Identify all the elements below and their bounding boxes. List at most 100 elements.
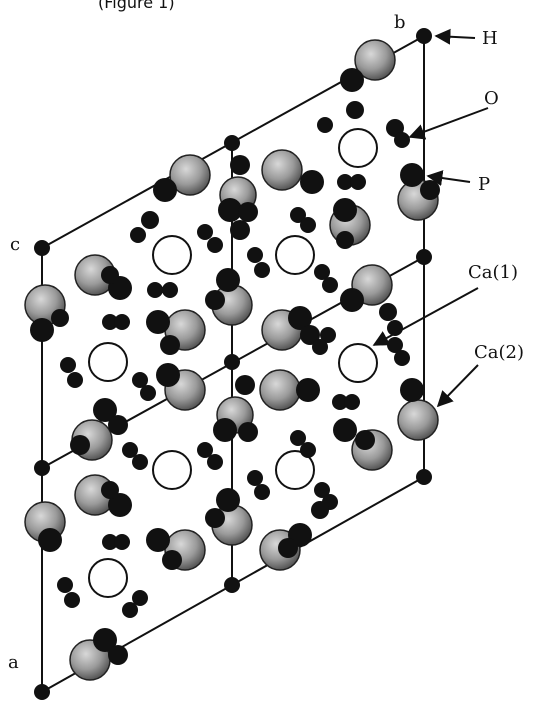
o-atom: [207, 237, 223, 253]
arrow-p: [426, 170, 471, 186]
o-atom: [140, 385, 156, 401]
o-atom: [394, 350, 410, 366]
o-atom: [162, 550, 182, 570]
p-atom: [340, 288, 364, 312]
o-atom: [162, 282, 178, 298]
ca2-atom: [261, 149, 303, 191]
p-atom: [213, 418, 237, 442]
p-atom: [216, 268, 240, 292]
o-atom: [290, 207, 306, 223]
ca1-atom: [338, 128, 378, 168]
o-atom: [108, 645, 128, 665]
o-atom: [300, 442, 316, 458]
o-atom: [51, 309, 69, 327]
p-atom: [216, 488, 240, 512]
o-atom: [132, 590, 148, 606]
legend-label-ca2: Ca(2): [474, 342, 524, 363]
o-atom: [322, 277, 338, 293]
o-atom: [114, 534, 130, 550]
h-atom: [34, 684, 50, 700]
o-atom: [101, 266, 119, 284]
o-atom: [314, 482, 330, 498]
ca1-atoms: [88, 128, 378, 598]
o-atom: [102, 534, 118, 550]
o-atom: [114, 314, 130, 330]
ca2-atom: [354, 39, 396, 81]
legend-label-o: O: [484, 88, 499, 109]
o-atom: [147, 282, 163, 298]
p-atom: [146, 528, 170, 552]
o-atom: [132, 372, 148, 388]
o-atom: [300, 325, 320, 345]
o-atom: [247, 247, 263, 263]
p-atom: [296, 378, 320, 402]
legend-label-p: P: [478, 174, 490, 195]
p-atom: [333, 418, 357, 442]
arrow-ca2: [436, 364, 479, 408]
o-atom: [197, 224, 213, 240]
o-atom: [197, 442, 213, 458]
p-atom: [218, 198, 242, 222]
o-atom: [344, 394, 360, 410]
o-atom: [350, 174, 366, 190]
o-atom: [141, 211, 159, 229]
p-atom: [156, 363, 180, 387]
o-atom: [101, 481, 119, 499]
p-atom: [153, 178, 177, 202]
o-atom: [130, 227, 146, 243]
o-atom: [67, 372, 83, 388]
ca1-atom: [275, 235, 315, 275]
p-atom: [38, 528, 62, 552]
ca1-atom: [88, 558, 128, 598]
h-atom: [416, 249, 432, 265]
h-atom: [416, 469, 432, 485]
o-atom: [60, 357, 76, 373]
o-atom: [320, 327, 336, 343]
o-atom: [102, 314, 118, 330]
axis-label-b: b: [394, 12, 406, 33]
o-atom: [238, 202, 258, 222]
legend-label-ca1: Ca(1): [468, 262, 518, 283]
o-atom: [64, 592, 80, 608]
o-atom: [336, 231, 354, 249]
p-atom: [146, 310, 170, 334]
o-atom: [394, 132, 410, 148]
arrow-o: [408, 107, 489, 140]
p-atom: [93, 628, 117, 652]
o-atom: [238, 422, 258, 442]
o-atom: [247, 470, 263, 486]
h-atom: [224, 354, 240, 370]
o-atom: [70, 435, 90, 455]
ca1-atom: [88, 342, 128, 382]
o-atom: [254, 262, 270, 278]
ca1-atom: [152, 450, 192, 490]
o-atom: [160, 335, 180, 355]
p-atom: [93, 398, 117, 422]
o-atom: [420, 180, 440, 200]
h-atom: [224, 135, 240, 151]
axis-label-a: a: [8, 652, 19, 673]
h-atom: [224, 577, 240, 593]
ca2-atom: [169, 154, 211, 196]
o-atom: [122, 602, 138, 618]
o-atom: [317, 117, 333, 133]
o-atom: [278, 538, 298, 558]
o-atom: [300, 217, 316, 233]
p-atom: [108, 493, 132, 517]
o-atom: [346, 101, 364, 119]
o-atom: [207, 454, 223, 470]
axis-label-c: c: [10, 234, 20, 255]
arrow-h: [434, 28, 476, 45]
o-atom: [290, 430, 306, 446]
o-atom: [311, 501, 329, 519]
p-atom: [288, 306, 312, 330]
legend-arrows: [372, 28, 489, 408]
o-atom: [230, 155, 250, 175]
legend-labels: H O P Ca(1) Ca(2): [468, 28, 524, 363]
o-atom: [205, 508, 225, 528]
p-atom: [300, 170, 324, 194]
o-atom: [355, 430, 375, 450]
axis-labels: b c a: [8, 12, 406, 673]
o-atom: [254, 484, 270, 500]
o-atom: [57, 577, 73, 593]
